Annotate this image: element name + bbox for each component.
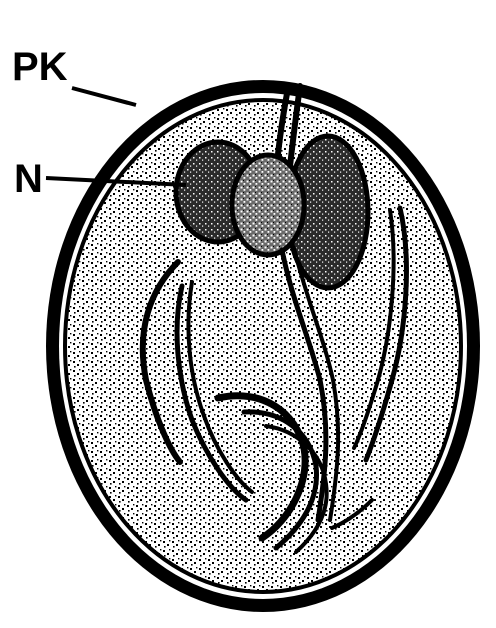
label-pk: PK xyxy=(12,45,68,89)
nucleus-center xyxy=(232,155,304,255)
pk-leader-line xyxy=(72,88,136,105)
label-n: N xyxy=(14,157,43,201)
